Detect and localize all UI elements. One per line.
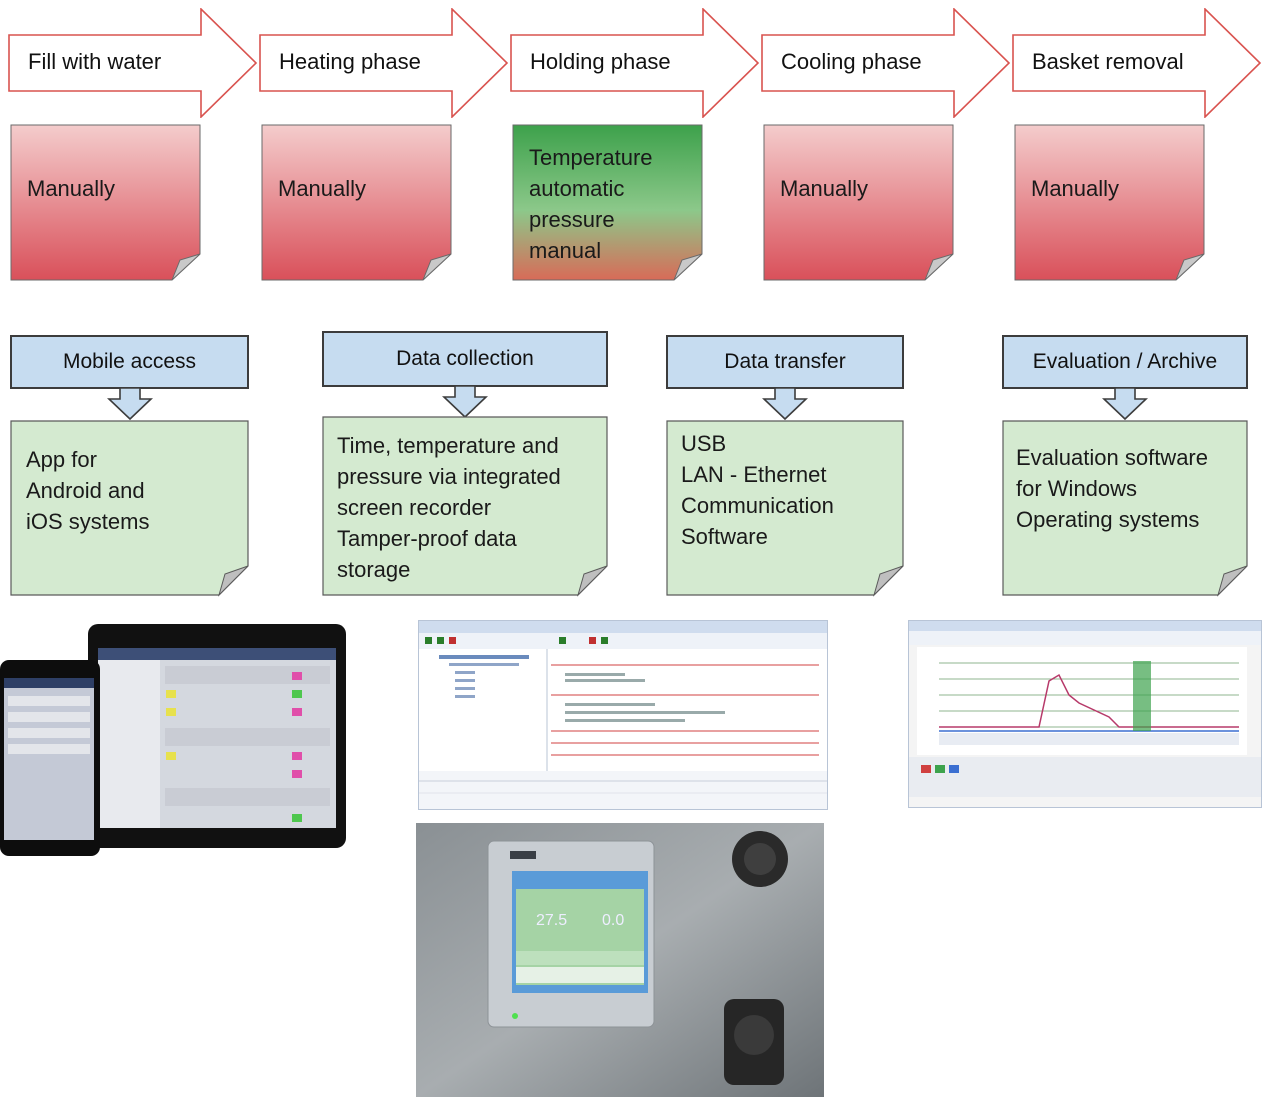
phase-label: Holding phase — [530, 49, 671, 74]
feature-note-line: USB — [681, 431, 727, 456]
phase-note-line: Manually — [278, 176, 367, 201]
feature-header: Evaluation / Archive — [1002, 335, 1248, 389]
feature-header: Data transfer — [666, 335, 904, 389]
feature-note-line: LAN - Ethernet — [681, 462, 827, 487]
phase-note: Manually — [1014, 124, 1206, 282]
data-collection-software-screenshot — [418, 620, 828, 810]
svg-text:27.5: 27.5 — [536, 912, 567, 929]
feature-note-line: Operating systems — [1016, 507, 1200, 532]
phase-label: Basket removal — [1032, 49, 1184, 74]
feature-note-line: Communication — [681, 493, 834, 518]
down-arrow-icon — [1102, 387, 1148, 421]
phase-arrow: Basket removal — [1012, 7, 1262, 119]
feature-note-line: Tamper-proof data — [337, 526, 517, 551]
controller-device-photo: 27.5 0.0 — [416, 823, 824, 1097]
phase-arrow: Holding phase — [510, 7, 760, 119]
phase-arrow: Fill with water — [8, 7, 258, 119]
phase-note-line: manual — [529, 238, 602, 263]
phase-note: Manually — [763, 124, 955, 282]
feature-note-line: Android and — [26, 478, 145, 503]
feature-note-line: Evaluation software — [1016, 445, 1208, 470]
svg-text:0.0: 0.0 — [602, 912, 624, 929]
feature-header: Data collection — [322, 331, 608, 387]
phase-note-line: pressure — [529, 207, 615, 232]
phase-note-line: Manually — [1031, 176, 1120, 201]
down-arrow-icon — [442, 385, 488, 419]
evaluation-software-screenshot — [908, 620, 1262, 808]
phase-note: Manually — [10, 124, 202, 282]
down-arrow-icon — [762, 387, 808, 421]
phase-label: Fill with water — [28, 49, 162, 74]
tablet-phone-photo — [0, 618, 350, 863]
phase-note-line: Manually — [27, 176, 116, 201]
feature-note-line: Time, temperature and — [337, 433, 559, 458]
feature-note-line: for Windows — [1016, 476, 1138, 501]
phase-arrow: Cooling phase — [761, 7, 1011, 119]
feature-note: Time, temperature and pressure via integr… — [322, 416, 608, 597]
down-arrow-icon — [106, 387, 153, 421]
feature-note-line: iOS systems — [26, 509, 150, 534]
feature-note-line: App for — [26, 447, 97, 472]
phase-note: Temperature automatic pressure manual — [512, 124, 704, 282]
phase-note-line: Temperature — [529, 145, 653, 170]
phase-label: Cooling phase — [781, 49, 922, 74]
feature-note-line: storage — [337, 557, 411, 582]
phase-note: Manually — [261, 124, 453, 282]
feature-note-line: pressure via integrated — [337, 464, 561, 489]
phase-arrow: Heating phase — [259, 7, 509, 119]
phase-label: Heating phase — [279, 49, 421, 74]
phase-note-line: Manually — [780, 176, 869, 201]
feature-note-line: screen recorder — [337, 495, 492, 520]
feature-note-line: Software — [681, 524, 768, 549]
feature-header: Mobile access — [10, 335, 249, 389]
phase-note-line: automatic — [529, 176, 625, 201]
